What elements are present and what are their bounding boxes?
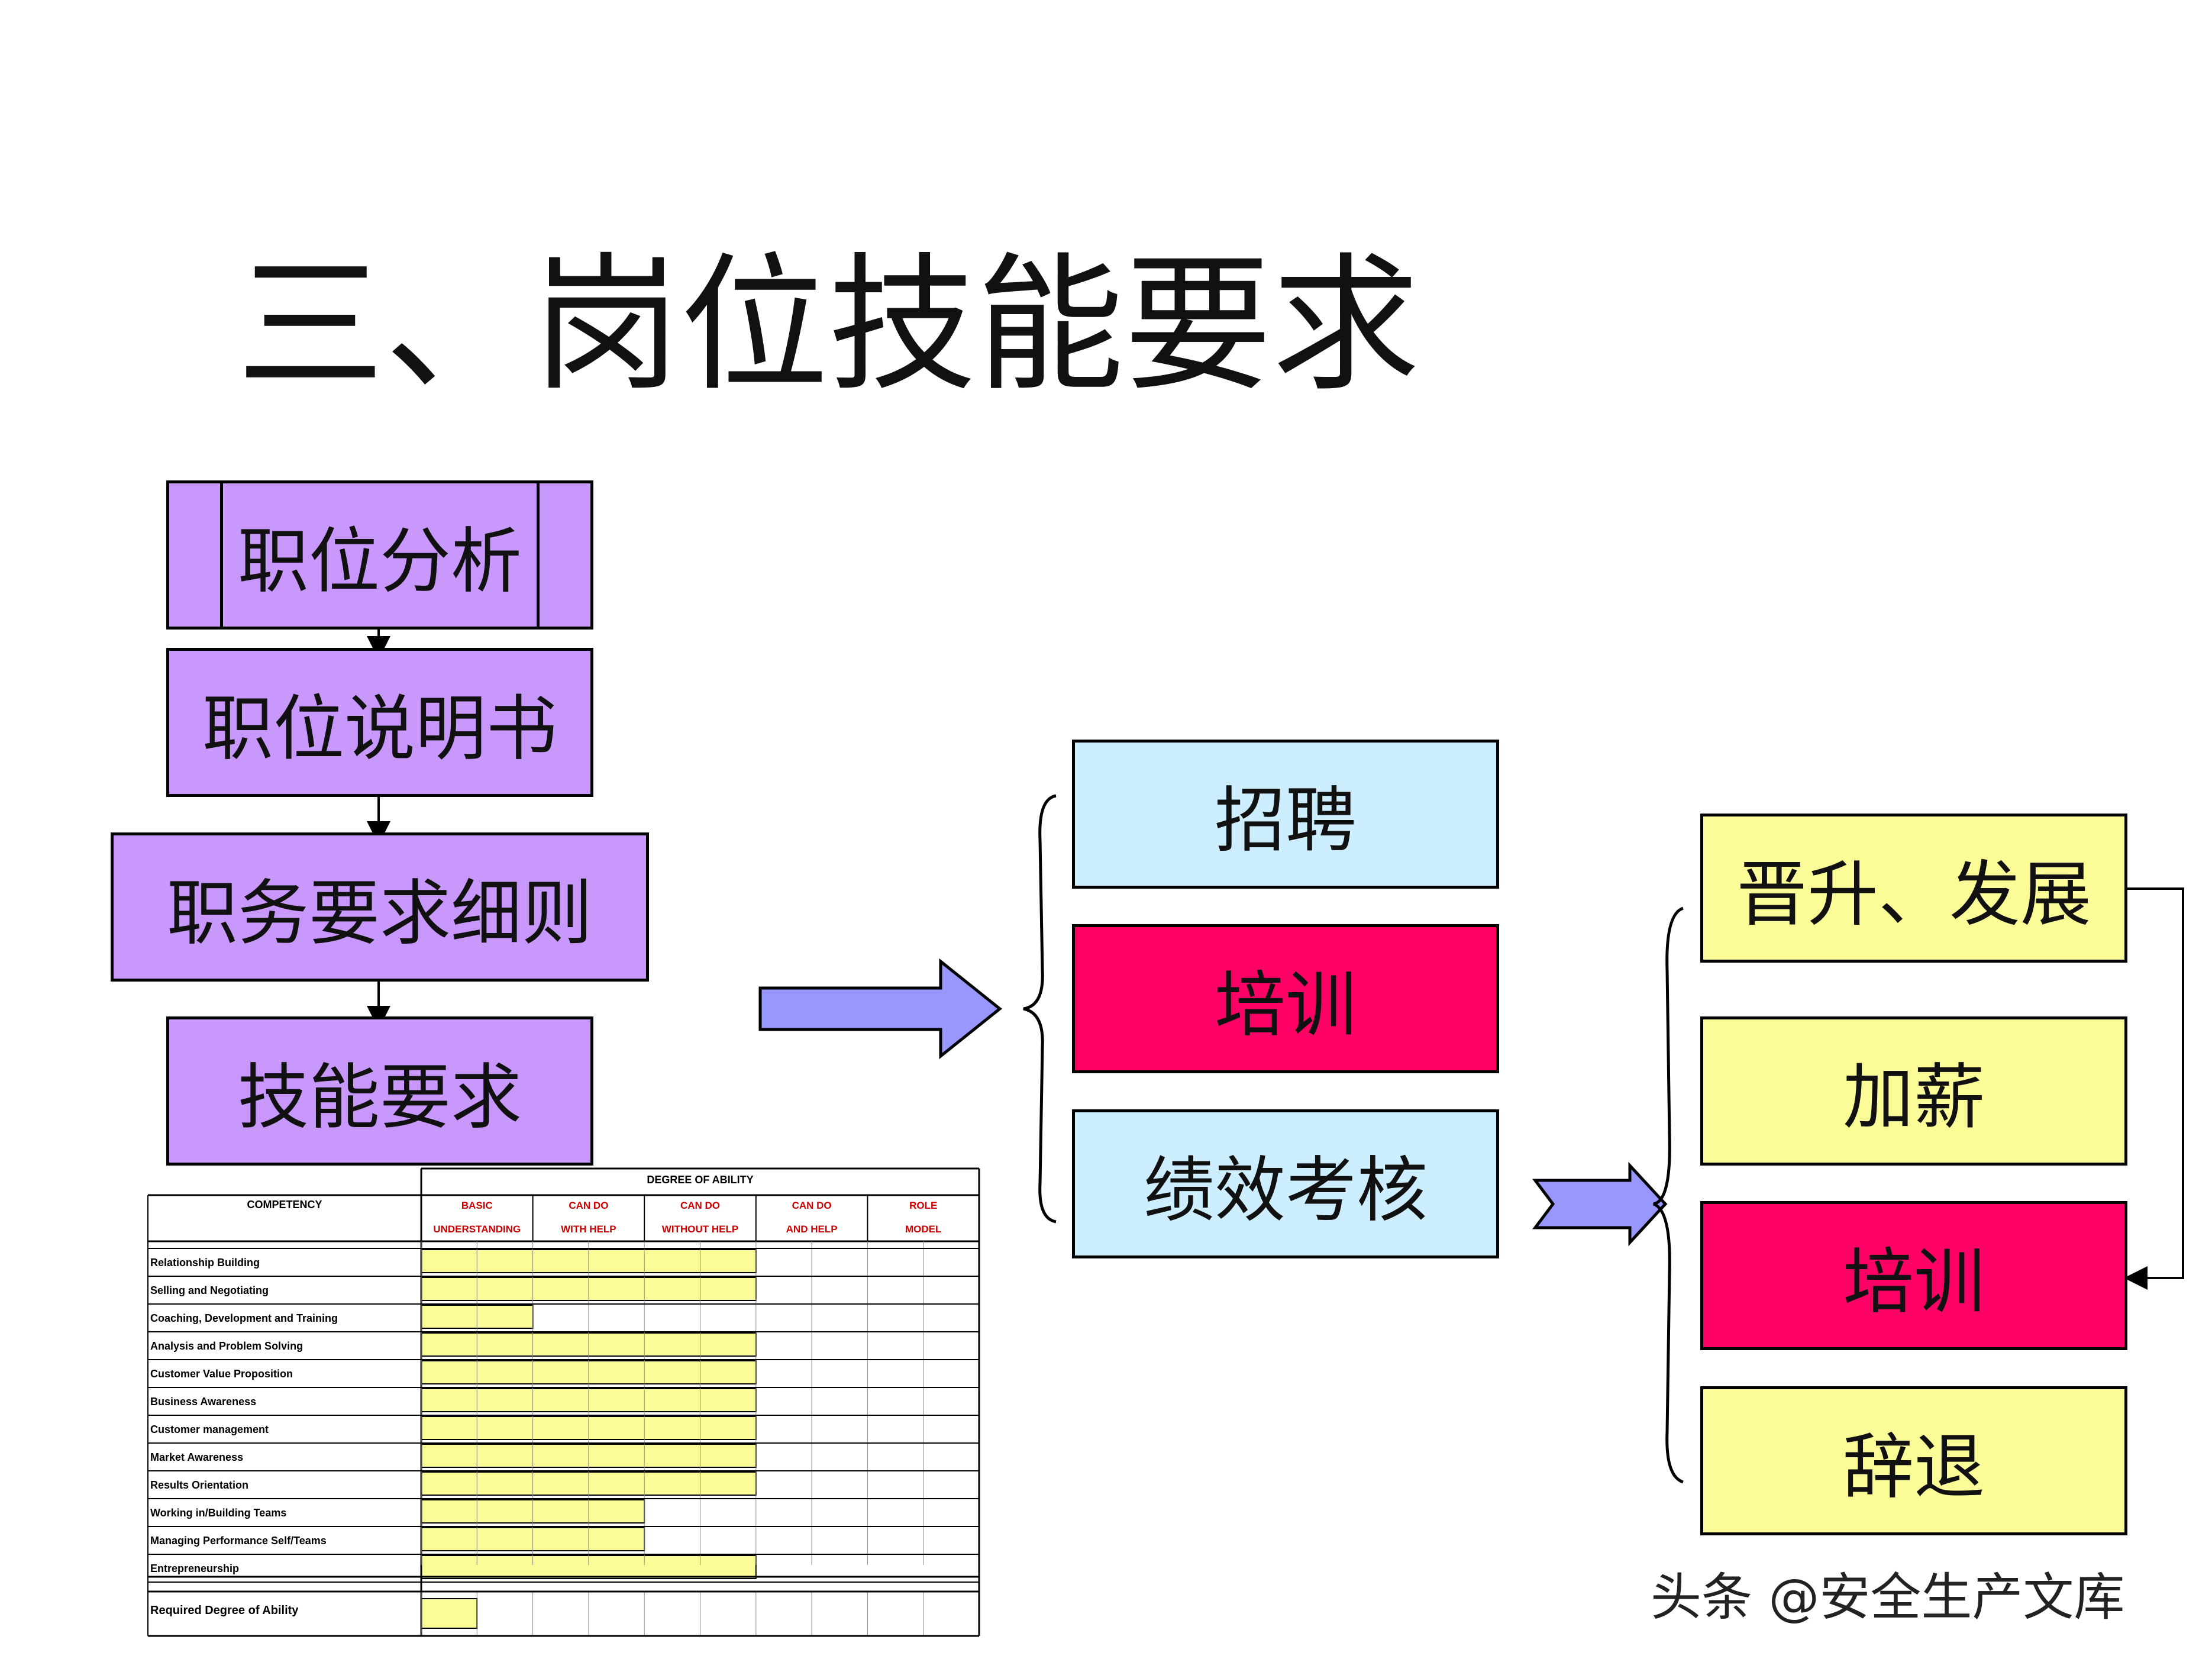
competency-row-label: Business Awareness xyxy=(150,1396,256,1408)
competency-row-label: Market Awareness xyxy=(150,1451,243,1463)
competency-row-label: Managing Performance Self/Teams xyxy=(150,1535,327,1547)
level-label-top: ROLE xyxy=(909,1200,937,1211)
level-label-top: CAN DO xyxy=(680,1200,720,1211)
duty-rules-box: 职务要求细则 xyxy=(111,832,649,982)
level-label-bottom: WITHOUT HELP xyxy=(662,1224,738,1235)
level-label-top: CAN DO xyxy=(792,1200,832,1211)
training-label-right: 培训 xyxy=(1843,1241,1985,1324)
job-analysis-box: 职位分析 xyxy=(166,480,593,630)
required-bar xyxy=(421,1598,478,1629)
competency-row-label: Entrepreneurship xyxy=(150,1563,239,1574)
block-arrow-large xyxy=(758,958,1003,1060)
level-label-bottom: WITH HELP xyxy=(561,1224,616,1235)
training-label-middle: 培训 xyxy=(1215,964,1357,1047)
job-description-label: 职位说明书 xyxy=(202,688,557,770)
skill-requirements-box: 技能要求 xyxy=(166,1016,593,1166)
dismissal-label: 辞退 xyxy=(1843,1426,1985,1509)
competency-row-label: Results Orientation xyxy=(150,1479,248,1491)
competency-row-label: Customer Value Proposition xyxy=(150,1368,293,1380)
block-arrow-small xyxy=(1532,1161,1668,1247)
competency-row-label: Coaching, Development and Training xyxy=(150,1312,338,1324)
middle-brace xyxy=(1023,794,1057,1224)
competency-row-label: Relationship Building xyxy=(150,1257,260,1269)
required-label: Required Degree of Ability xyxy=(150,1604,299,1617)
level-label-top: BASIC xyxy=(461,1200,493,1211)
level-label-bottom: AND HELP xyxy=(786,1224,838,1235)
level-label-bottom: MODEL xyxy=(905,1224,941,1235)
competency-row-label: Customer management xyxy=(150,1424,269,1435)
page-title: 三、岗位技能要求 xyxy=(237,239,1420,411)
recruitment-label: 招聘 xyxy=(1215,780,1357,862)
promotion-label: 晋升、发展 xyxy=(1736,854,2091,936)
training-box-right: 培训 xyxy=(1700,1201,2127,1350)
skill-requirements-label: 技能要求 xyxy=(238,1057,522,1139)
right-brace xyxy=(1652,906,1684,1484)
dismissal-box: 辞退 xyxy=(1700,1386,2127,1535)
competency-row-label: Analysis and Problem Solving xyxy=(150,1340,303,1352)
job-analysis-left-bar xyxy=(220,483,223,627)
recruitment-box: 招聘 xyxy=(1072,740,1499,889)
performance-box: 绩效考核 xyxy=(1072,1109,1499,1258)
job-analysis-label: 职位分析 xyxy=(238,521,522,603)
duty-rules-label: 职务要求细则 xyxy=(167,873,593,955)
watermark-text: 头条 @安全生产文库 xyxy=(1651,1568,2125,1627)
training-box-middle: 培训 xyxy=(1072,924,1499,1073)
performance-label: 绩效考核 xyxy=(1144,1150,1428,1232)
promotion-box: 晋升、发展 xyxy=(1700,814,2127,963)
table-header-title: DEGREE OF ABILITY xyxy=(647,1174,753,1186)
job-analysis-right-bar xyxy=(537,483,540,627)
raise-box: 加薪 xyxy=(1700,1016,2127,1166)
raise-label: 加薪 xyxy=(1843,1057,1985,1139)
competency-row-label: Working in/Building Teams xyxy=(150,1507,286,1519)
competency-row-label: Selling and Negotiating xyxy=(150,1284,269,1296)
competency-label: COMPETENCY xyxy=(247,1199,322,1211)
loop-connector xyxy=(2124,887,2184,1290)
level-label-bottom: UNDERSTANDING xyxy=(433,1224,521,1235)
level-label-top: CAN DO xyxy=(569,1200,608,1211)
job-description-box: 职位说明书 xyxy=(166,648,593,797)
